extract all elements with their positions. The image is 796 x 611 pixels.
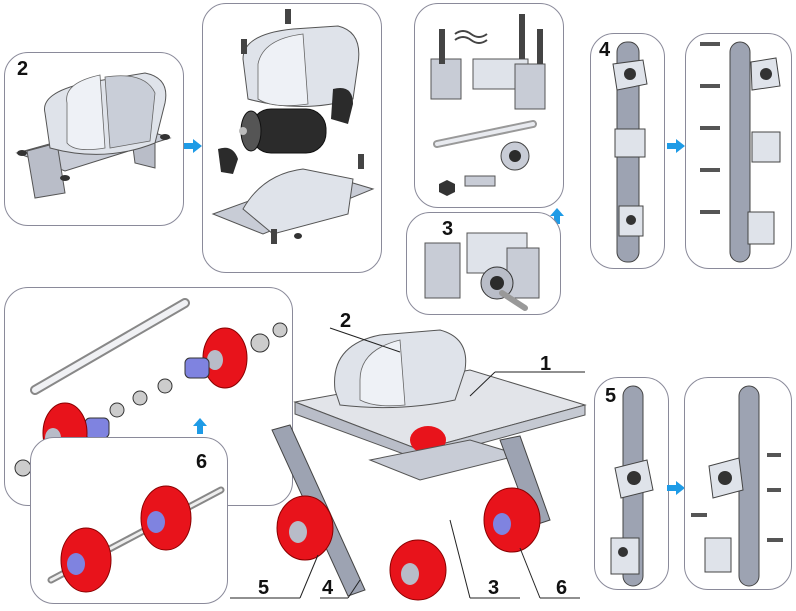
bearing-block-drawing bbox=[424, 232, 540, 311]
arrow-up-icon bbox=[550, 208, 564, 224]
panel-number: 6 bbox=[196, 451, 208, 473]
panel-bearing-block: 3 bbox=[406, 212, 561, 315]
arm-5-drawing bbox=[610, 385, 654, 587]
motor-housing-drawing bbox=[15, 72, 172, 199]
panel-wheel-axle: 6 bbox=[30, 437, 228, 604]
panel-arm-4: 4 bbox=[590, 33, 665, 269]
panel-motor-housing: 2 bbox=[4, 52, 184, 226]
callout-number: 6 bbox=[556, 577, 568, 599]
arm-4-drawing bbox=[612, 41, 648, 263]
arrow-right-icon bbox=[667, 139, 685, 153]
callout-number: 2 bbox=[340, 310, 352, 332]
callout-number: 3 bbox=[488, 577, 500, 599]
arrow-right-icon bbox=[667, 481, 685, 495]
panel-arm-4-exploded bbox=[685, 33, 792, 269]
panel-number: 3 bbox=[442, 218, 454, 240]
callout-number: 4 bbox=[322, 577, 334, 599]
wheel-axle-drawing bbox=[47, 485, 225, 593]
arm-5-exploded-drawing bbox=[691, 385, 783, 587]
panel-arm-5: 5 bbox=[594, 377, 669, 590]
panel-motor-exploded bbox=[202, 3, 382, 273]
arm-4-exploded-drawing bbox=[700, 41, 781, 263]
callout-number: 1 bbox=[540, 353, 552, 375]
callout-number: 5 bbox=[258, 577, 270, 599]
bearing-exploded-drawing bbox=[430, 14, 546, 196]
arrow-right-icon bbox=[184, 139, 202, 153]
panel-number: 2 bbox=[17, 58, 29, 80]
panel-arm-5-exploded bbox=[684, 377, 792, 590]
arrow-up-icon bbox=[193, 418, 207, 434]
panel-number: 4 bbox=[599, 39, 611, 61]
motor-exploded-drawing bbox=[211, 9, 375, 244]
panel-number: 5 bbox=[605, 385, 617, 407]
panel-bearing-block-exploded bbox=[414, 3, 564, 208]
